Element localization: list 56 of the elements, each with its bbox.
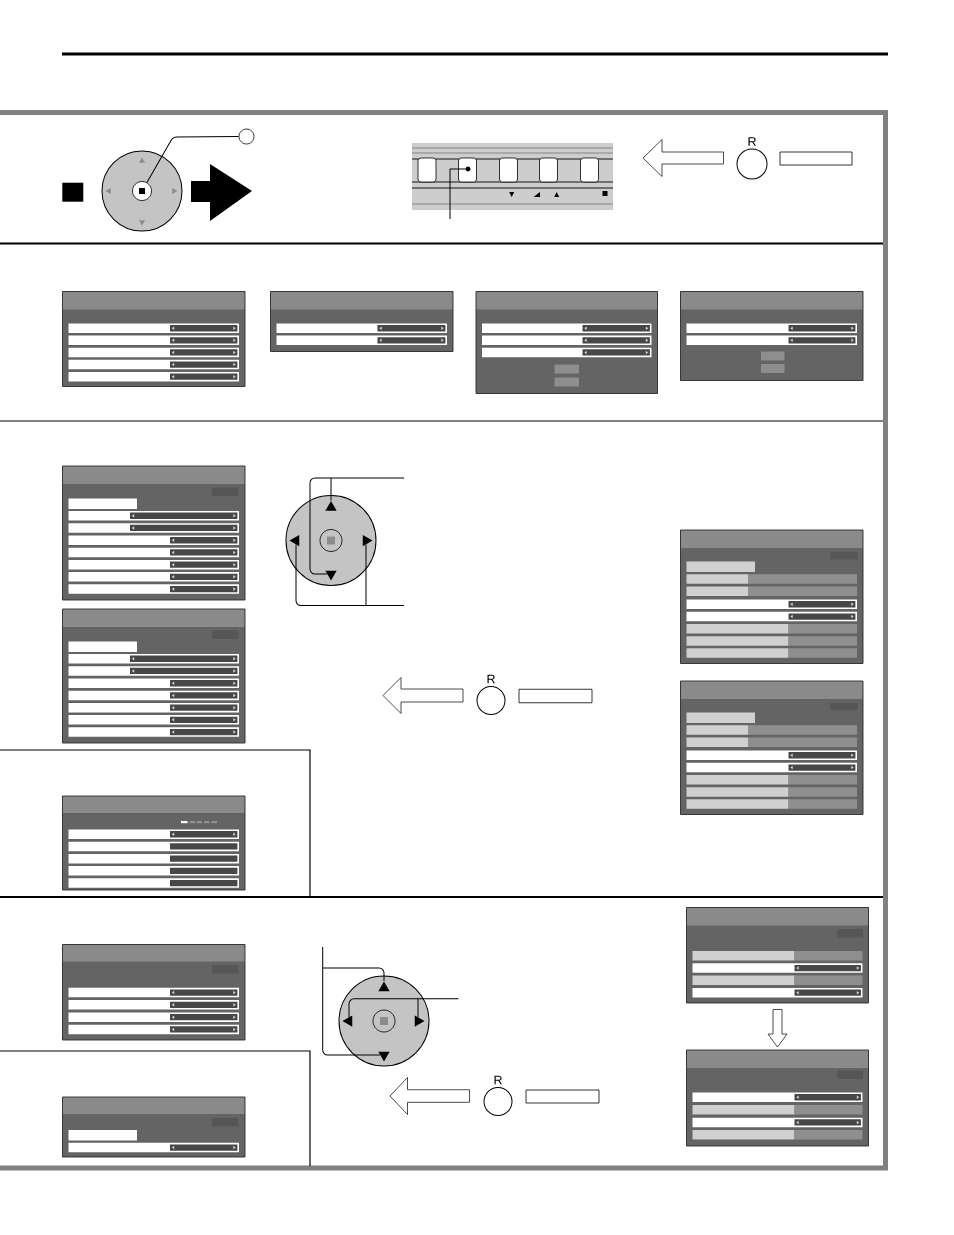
round-button: R (476, 674, 506, 715)
menu-screenshot (680, 291, 864, 381)
menu-screenshot (686, 1049, 869, 1147)
arrow (642, 139, 724, 177)
arrow-key (342, 1015, 353, 1027)
leader-line (295, 544, 405, 606)
leader-line (330, 477, 332, 502)
blank-box (779, 151, 853, 166)
panel-button (580, 157, 599, 183)
arrow-key (378, 981, 390, 992)
direction-pad (101, 150, 183, 232)
node-label: R (494, 1075, 502, 1085)
panel-button (539, 157, 558, 183)
direction-pad (338, 975, 430, 1067)
menu-screenshot (62, 608, 246, 744)
menu-screenshot (680, 529, 864, 664)
leader-line (322, 967, 385, 982)
leader-line (146, 136, 240, 183)
node-label: R (487, 674, 495, 684)
leader-line (322, 946, 381, 1056)
arrow-key (138, 220, 146, 226)
arrow-key (138, 157, 146, 163)
leader-line (309, 477, 405, 575)
node-label: R (748, 137, 756, 146)
menu-screenshot (475, 291, 658, 394)
menu-screenshot (62, 465, 246, 601)
arrow-key (414, 1015, 425, 1027)
arrow-key (378, 1051, 390, 1062)
center-button (132, 181, 152, 201)
blank-box (525, 1089, 600, 1104)
arrow (767, 1009, 788, 1048)
menu-screenshot (270, 291, 454, 352)
arrow (389, 1077, 470, 1115)
callout-circle (238, 128, 255, 145)
menu-screenshot (62, 291, 246, 387)
direction-pad (285, 495, 377, 586)
blank-box (518, 688, 593, 704)
arrow-key (362, 534, 373, 547)
menu-screenshot (686, 907, 869, 1004)
leader-line (365, 544, 367, 606)
arrow-key (289, 534, 300, 547)
leader-line (417, 998, 419, 1018)
menu-screenshot (680, 680, 864, 815)
panel-button (417, 157, 437, 183)
arrow (382, 677, 464, 714)
arrow-key (325, 570, 337, 581)
panel-button (499, 157, 518, 183)
arrow-key (172, 188, 178, 195)
arrow-key (325, 501, 337, 511)
arrow-key (105, 188, 111, 195)
menu-screenshot (62, 944, 246, 1041)
leader-line (449, 168, 466, 220)
round-button: R (483, 1075, 513, 1116)
round-button: R (736, 137, 768, 180)
leader-line (348, 998, 459, 1018)
panel-button (458, 157, 477, 183)
